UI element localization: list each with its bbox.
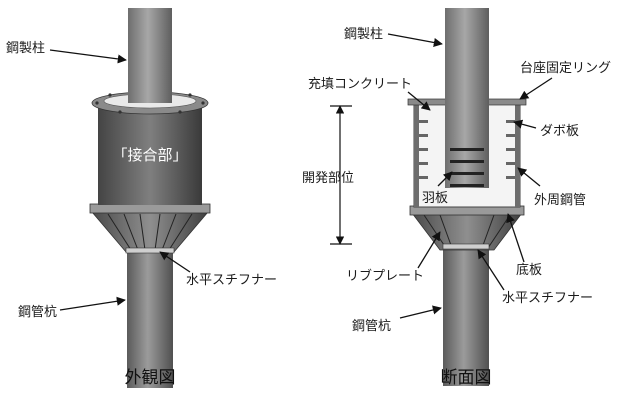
- sec-label-outer-steel-pipe: 外周鋼管: [534, 193, 586, 208]
- sec-caption: 断面図: [441, 368, 492, 388]
- ext-steel-column: [128, 8, 172, 103]
- external-view: 「接合部」 鋼製柱 水平スチフナー 鋼管杭 外観図: [6, 8, 277, 388]
- sec-dowel-plates: [419, 120, 515, 179]
- sec-label-steel-pipe-pile: 鋼管杭: [352, 319, 391, 334]
- ext-leader-pile: [59, 296, 126, 311]
- sec-leader-ring: [519, 77, 553, 100]
- ext-label-steel-column: 鋼製柱: [6, 41, 45, 56]
- section-view: 開発部位 鋼製柱 充填コンクリート 台座固定リング ダボ板 外周鋼管 羽板 リブ…: [302, 8, 611, 388]
- ext-horizontal-stiffener: [125, 247, 175, 254]
- sec-leader-rib: [417, 231, 441, 269]
- ext-label-steel-pipe-pile: 鋼管杭: [18, 305, 57, 320]
- ext-rib-plates: [107, 213, 193, 251]
- ext-leader-column: [49, 49, 127, 64]
- sec-leader-bottom-plate: [506, 213, 525, 263]
- sec-leader-column: [387, 33, 443, 47]
- sec-label-wing-plate: 羽板: [422, 191, 448, 206]
- ext-caption: 外観図: [125, 368, 176, 388]
- sec-label-dowel-plate: ダボ板: [540, 124, 579, 139]
- sec-label-bottom-plate: 底板: [516, 262, 542, 278]
- sec-label-filled-concrete: 充填コンクリート: [308, 76, 412, 92]
- sec-wing-plates: [450, 148, 484, 187]
- sec-leader-wing: [437, 171, 453, 187]
- sec-label-rib-plate: リブプレート: [346, 268, 424, 284]
- sec-label-horizontal-stiffener: 水平スチフナー: [502, 291, 593, 306]
- sec-leader-concrete: [407, 91, 431, 111]
- ext-steel-pipe-pile: [127, 252, 173, 388]
- sec-leader-dowel: [513, 119, 537, 129]
- sec-leader-pile: [399, 305, 442, 319]
- ext-cone-base: [91, 211, 209, 253]
- sec-steel-pipe-pile: [443, 246, 489, 386]
- ext-joint-body: [98, 105, 202, 205]
- ext-label-horizontal-stiffener: 水平スチフナー: [186, 273, 277, 288]
- sec-label-opening-region: 開発部位: [302, 171, 354, 186]
- sec-label-steel-column: 鋼製柱: [344, 27, 383, 42]
- ext-joint-label: 「接合部」: [112, 146, 187, 164]
- sec-leader-outer-pipe: [517, 167, 541, 187]
- sec-horizontal-stiffener: [442, 243, 490, 250]
- ext-bottom-plate: [89, 203, 211, 214]
- sec-leader-stiffener: [477, 249, 505, 291]
- sec-steel-column: [445, 8, 489, 188]
- sec-label-base-fixing-ring: 台座固定リング: [520, 61, 611, 76]
- ext-leader-stiffener: [159, 251, 191, 273]
